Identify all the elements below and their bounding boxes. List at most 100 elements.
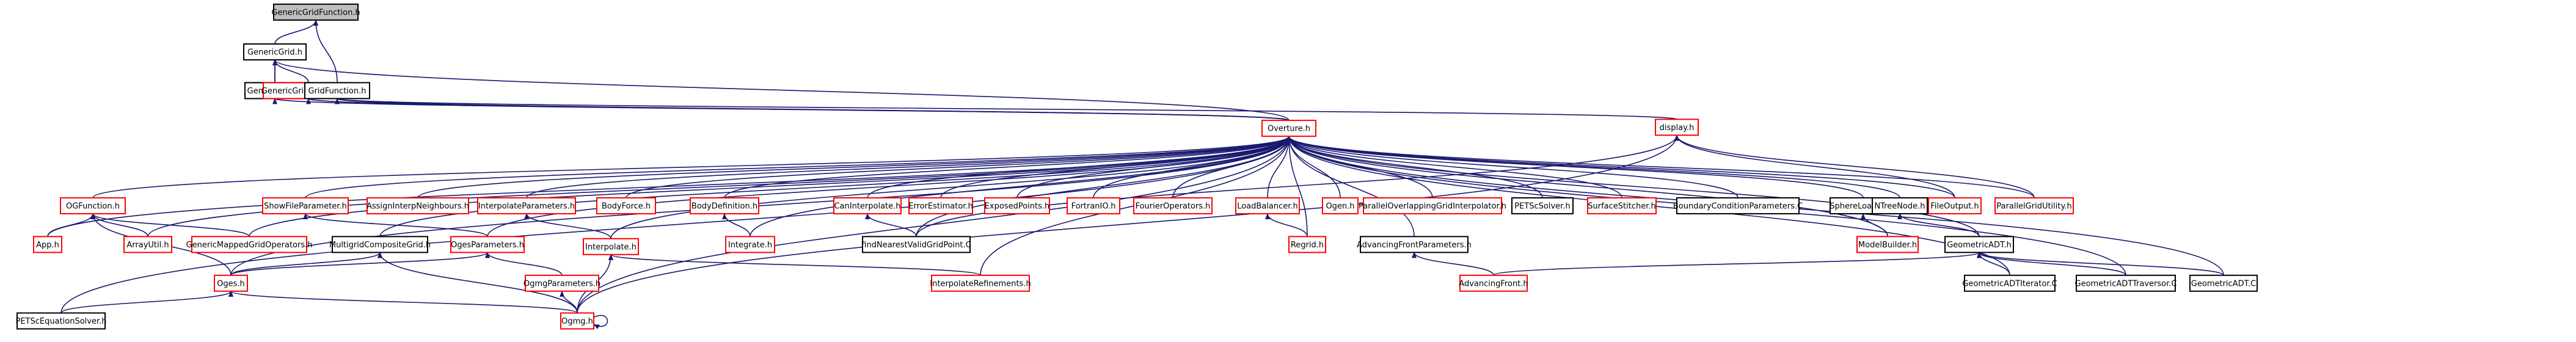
- node-box: [16, 312, 106, 330]
- edge-GenericGrid_h-to-Overture: [272, 59, 1290, 121]
- node-label: ParallelGridUtility.h: [1996, 202, 2071, 211]
- node-AssignInterpNeighbours[interactable]: AssignInterpNeighbours.h: [367, 197, 469, 214]
- node-FourierOperators[interactable]: FourierOperators.h: [1133, 197, 1213, 214]
- node-label: BodyForce.h: [602, 202, 651, 211]
- node-BodyDefinition[interactable]: BodyDefinition.h: [690, 197, 759, 214]
- node-label: OGFunction.h: [66, 202, 120, 211]
- node-GenericMappedGridOperators[interactable]: GenericMappedGridOperators.h: [186, 236, 313, 253]
- node-box: [690, 197, 759, 214]
- node-MultigridCompositeGrid[interactable]: MultigridCompositeGrid.h: [329, 236, 431, 253]
- node-label: OgesParameters.h: [451, 241, 524, 250]
- edge-OgesParameters-to-Oges: [230, 252, 490, 276]
- node-label: Regrid.h: [1291, 241, 1324, 250]
- node-label: AdvancingFront.h: [1459, 279, 1528, 288]
- node-label: display.h: [1660, 123, 1695, 133]
- node-box: [1587, 197, 1657, 214]
- node-BoundaryConditionParameters[interactable]: BoundaryConditionParameters.C: [1673, 197, 1803, 214]
- node-ModelBuilder[interactable]: ModelBuilder.h: [1856, 236, 1919, 253]
- node-GeometricADT_C[interactable]: GeometricADT.C: [2189, 274, 2258, 292]
- node-LoadBalancer[interactable]: LoadBalancer.h: [1235, 197, 1300, 214]
- edge-Overture-to-BodyDefinition: [724, 136, 1291, 198]
- node-OgesParameters[interactable]: OgesParameters.h: [450, 236, 525, 253]
- node-GenericGrid_h[interactable]: GenericGrid.h: [243, 43, 307, 60]
- edge-Overture-to-ParallelGridUtility: [1286, 136, 2035, 198]
- node-BodyForce[interactable]: BodyForce.h: [596, 197, 656, 214]
- edge-Overture-to-FileOutput: [1286, 136, 1955, 198]
- edge-Overture-to-GeometricADT_h: [1286, 136, 1980, 237]
- node-label: GeometricADTIterator.C: [1962, 279, 2057, 288]
- node-InterpolateRefinements[interactable]: InterpolateRefinements.h: [930, 274, 1031, 292]
- edge-Overture-to-NTreeNode: [1286, 136, 1900, 198]
- node-ArrayUtil[interactable]: ArrayUtil.h: [123, 236, 172, 253]
- node-label: AdvancingFrontParameters.h: [1357, 241, 1472, 250]
- node-label: ArrayUtil.h: [126, 241, 169, 250]
- node-label: GeometricADT.C: [2191, 279, 2256, 288]
- node-box: [33, 236, 62, 253]
- node-box: [450, 236, 525, 253]
- node-Overture[interactable]: Overture.h: [1261, 120, 1316, 137]
- node-Oges[interactable]: Oges.h: [214, 274, 248, 292]
- node-AdvancingFrontParameters[interactable]: AdvancingFrontParameters.h: [1357, 236, 1472, 253]
- node-findNearestValidGridPoint[interactable]: findNearestValidGridPoint.C: [861, 236, 971, 253]
- node-box: [1360, 236, 1469, 253]
- edge-Overture-to-Interpolate: [610, 136, 1291, 239]
- node-OGFunction[interactable]: OGFunction.h: [60, 197, 126, 214]
- edge-Overture-to-OgesParameters: [487, 136, 1291, 237]
- node-InterpolateParameters[interactable]: InterpolateParameters.h: [477, 197, 576, 214]
- node-Ogmg[interactable]: Ogmg.h: [560, 312, 594, 330]
- node-ParallelOverlappingGridInterpolator[interactable]: ParallelOverlappingGridInterpolator.h: [1359, 197, 1506, 214]
- edge-Overture-to-PETScEquationSolver: [60, 136, 1291, 313]
- node-box: [1363, 197, 1502, 214]
- edge-MultigridCompositeGrid-to-Ogmg: [378, 252, 578, 313]
- node-label: GeometricADTTraversor.C: [2075, 279, 2177, 288]
- node-box: [2189, 274, 2258, 292]
- node-Interpolate[interactable]: Interpolate.h: [583, 238, 639, 255]
- node-CanInterpolate[interactable]: CanInterpolate.h: [833, 197, 902, 214]
- node-box: [1288, 236, 1326, 253]
- edge-OgesParameters-to-OgmgParameters: [485, 252, 563, 276]
- node-GridFunction[interactable]: GridFunction.h: [304, 82, 370, 100]
- edge-Oges-to-Ogmg: [228, 290, 578, 314]
- node-label: MultigridCompositeGrid.h: [329, 241, 431, 250]
- node-box: [60, 197, 126, 214]
- edge-OGFunction-to-App: [47, 213, 95, 237]
- node-GeometricADT_h[interactable]: GeometricADT.h: [1944, 236, 2014, 253]
- node-App[interactable]: App.h: [33, 236, 62, 253]
- node-Ogen[interactable]: Ogen.h: [1322, 197, 1359, 214]
- edge-GridFunction-to-display: [335, 98, 1677, 120]
- node-box: [123, 236, 172, 253]
- node-box: [1994, 197, 2074, 214]
- node-label: Integrate.h: [728, 241, 772, 250]
- edge-Overture-to-GenericMappedGridOperators: [249, 136, 1291, 237]
- node-Regrid[interactable]: Regrid.h: [1288, 236, 1326, 253]
- node-box: [560, 312, 594, 330]
- node-NTreeNode[interactable]: NTreeNode.h: [1872, 197, 1928, 214]
- node-SurfaceStitcher[interactable]: SurfaceStitcher.h: [1587, 197, 1657, 214]
- node-GeometricADTTraversor[interactable]: GeometricADTTraversor.C: [2075, 274, 2177, 292]
- node-PETScEquationSolver[interactable]: PETScEquationSolver.h: [16, 312, 107, 330]
- node-AdvancingFront[interactable]: AdvancingFront.h: [1459, 274, 1528, 292]
- edge-Overture-to-Regrid: [1286, 136, 1308, 237]
- node-box: [525, 274, 599, 292]
- node-ShowFileParameter[interactable]: ShowFileParameter.h: [262, 197, 349, 214]
- node-display[interactable]: display.h: [1655, 118, 1699, 136]
- node-ParallelGridUtility[interactable]: ParallelGridUtility.h: [1994, 197, 2074, 214]
- node-box: [1511, 197, 1574, 214]
- edge-BodyDefinition-to-Integrate: [722, 213, 751, 237]
- node-ExposedPoints[interactable]: ExposedPoints.h: [984, 197, 1050, 214]
- edge-Overture-to-InterpolateParameters: [526, 136, 1291, 198]
- edge-LoadBalancer-to-Regrid: [1265, 213, 1308, 237]
- node-PETScSolver[interactable]: PETScSolver.h: [1511, 197, 1574, 214]
- node-label: BoundaryConditionParameters.C: [1673, 202, 1803, 211]
- node-OgmgParameters[interactable]: OgmgParameters.h: [524, 274, 600, 292]
- node-FileOutput[interactable]: FileOutput.h: [1928, 197, 1982, 214]
- node-ErrorEstimator[interactable]: ErrorEstimator.h: [908, 197, 973, 214]
- node-box: [1928, 197, 1982, 214]
- node-box: [191, 236, 307, 253]
- node-Integrate[interactable]: Integrate.h: [725, 236, 775, 253]
- node-FortranIO[interactable]: FortranIO.h: [1067, 197, 1120, 214]
- node-GeometricADTIterator[interactable]: GeometricADTIterator.C: [1962, 274, 2057, 292]
- edge-Overture-to-PETScSolver: [1286, 136, 1543, 198]
- edge-Overture-to-SphereLoading: [1286, 136, 1864, 198]
- node-box: [304, 82, 370, 100]
